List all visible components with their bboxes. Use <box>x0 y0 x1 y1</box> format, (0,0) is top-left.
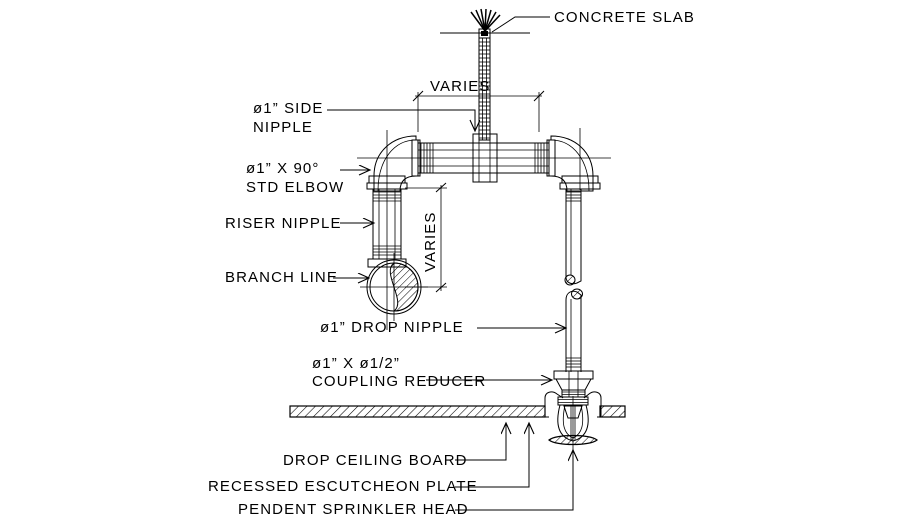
left-elbow <box>366 135 421 192</box>
drop-nipple <box>564 189 583 372</box>
concrete-slab-anchor <box>440 8 530 39</box>
threaded-hanger-rod <box>478 37 491 141</box>
branch-line-text: BRANCH LINE <box>225 269 338 286</box>
label-concrete-slab: CONCRETE SLAB <box>491 9 695 33</box>
side-nipple-text-line1: ø1” SIDE <box>253 100 323 117</box>
label-drop-nipple: ø1” DROP NIPPLE <box>320 319 566 336</box>
label-drop-ceiling-board: DROP CEILING BOARD <box>283 423 506 469</box>
dimension-horizontal-varies-label: VARIES <box>430 78 491 95</box>
dimension-horizontal-varies: VARIES <box>412 78 545 132</box>
coupling-reducer <box>553 370 594 398</box>
coupling-reducer-text-line1: ø1” X ø1/2” <box>312 355 400 372</box>
label-branch-line: BRANCH LINE <box>225 269 369 286</box>
concrete-slab-text: CONCRETE SLAB <box>554 9 695 26</box>
riser-nipple-text: RISER NIPPLE <box>225 215 342 232</box>
std-elbow-text-line2: STD ELBOW <box>246 179 344 196</box>
centerlines <box>357 128 611 470</box>
label-pendent-sprinkler-head: PENDENT SPRINKLER HEAD <box>238 450 573 518</box>
label-riser-nipple: RISER NIPPLE <box>225 215 374 232</box>
label-std-elbow: ø1” X 90° STD ELBOW <box>246 160 370 196</box>
right-elbow <box>546 135 601 192</box>
recessed-escutcheon-plate-text: RECESSED ESCUTCHEON PLATE <box>208 478 478 495</box>
recessed-escutcheon-plate <box>544 391 602 418</box>
dimension-vertical-varies-label: VARIES <box>422 211 439 272</box>
label-side-nipple: ø1” SIDE NIPPLE <box>253 100 475 136</box>
label-recessed-escutcheon-plate: RECESSED ESCUTCHEON PLATE <box>208 423 529 495</box>
coupling-reducer-text-line2: COUPLING REDUCER <box>312 373 486 390</box>
label-coupling-reducer: ø1” X ø1/2” COUPLING REDUCER <box>312 355 552 390</box>
std-elbow-text-line1: ø1” X 90° <box>246 160 319 177</box>
side-nipple-text-line2: NIPPLE <box>253 119 313 136</box>
drop-nipple-text: ø1” DROP NIPPLE <box>320 319 464 336</box>
drop-ceiling-board-text: DROP CEILING BOARD <box>283 452 468 469</box>
pendent-sprinkler-head-text: PENDENT SPRINKLER HEAD <box>238 501 469 518</box>
dimension-vertical-varies: VARIES <box>405 182 447 293</box>
